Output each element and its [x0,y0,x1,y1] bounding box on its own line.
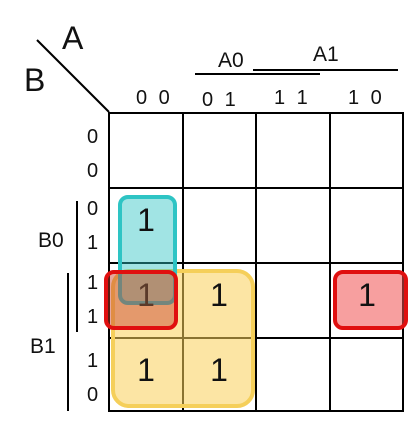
row-code-3-bit-0: 1 [87,350,99,372]
cyan-group [118,195,177,305]
cell-value: 1 [137,352,155,388]
cell-value: 1 [137,277,155,313]
b1-label: B1 [30,335,56,358]
column-code-0: 0 0 [136,87,173,109]
row-code-0-bit-1: 0 [87,160,99,182]
row-code-1-bit-1: 1 [87,232,99,254]
cell-r3-c0: 1 [110,334,182,407]
cell-r2-c1: 1 [183,259,255,332]
red-group-left [104,270,178,330]
row-code-3-bit-1: 0 [87,384,99,406]
cell-r2-c0: 1 [110,259,182,332]
b0-label: B0 [38,229,64,252]
cell-r1-c0: 1 [110,184,182,257]
variable-b-label: B [24,62,46,98]
a0-label: A0 [218,49,244,72]
column-code-1: 0 1 [202,89,239,111]
variable-a-label: A [62,20,84,56]
cell-value: 1 [358,277,376,313]
a1-label: A1 [313,43,339,66]
row-code-0-bit-0: 0 [87,126,99,148]
cell-r2-c3: 1 [331,259,403,332]
row-code-2-bit-1: 1 [87,306,99,328]
yellow-group [111,269,255,408]
red-group-right [333,270,408,330]
cell-value: 1 [137,202,155,238]
column-code-2: 1 1 [274,87,311,109]
cell-r3-c1: 1 [183,334,255,407]
column-code-3: 1 0 [348,87,385,109]
row-code-2-bit-0: 1 [87,272,99,294]
cell-value: 1 [210,352,228,388]
row-code-1-bit-0: 0 [87,198,99,220]
cell-value: 1 [210,277,228,313]
